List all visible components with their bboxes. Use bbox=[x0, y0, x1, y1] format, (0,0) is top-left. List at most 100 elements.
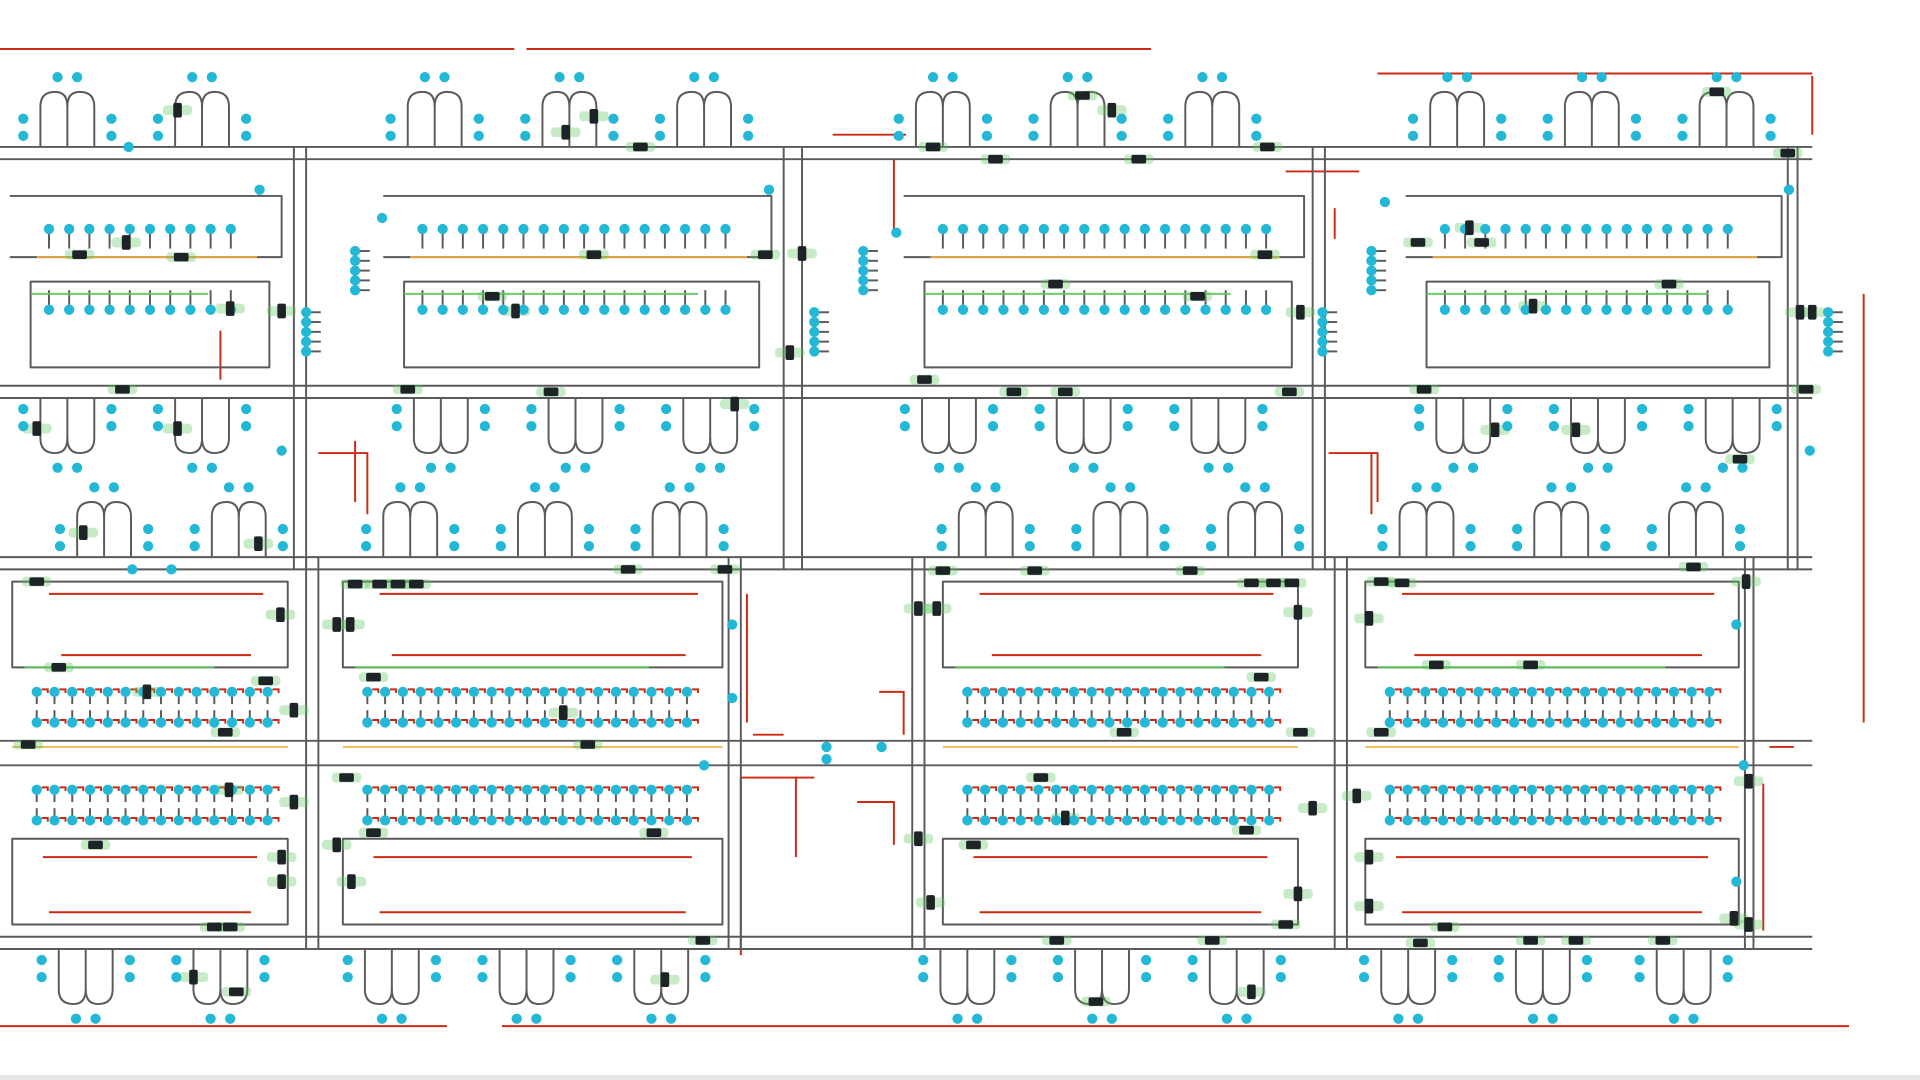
agv-vehicle-icon[interactable] bbox=[1204, 936, 1220, 945]
station-node-icon[interactable] bbox=[1052, 954, 1064, 966]
station-node-icon[interactable] bbox=[1823, 307, 1834, 318]
station-node-icon[interactable] bbox=[1465, 540, 1476, 552]
agv-vehicle-icon[interactable] bbox=[580, 740, 596, 749]
station-node-icon[interactable] bbox=[379, 815, 391, 826]
station-node-icon[interactable] bbox=[1175, 784, 1186, 795]
station-node-icon[interactable] bbox=[187, 462, 198, 473]
station-node-icon[interactable] bbox=[1646, 540, 1657, 552]
station-node-icon[interactable] bbox=[1447, 954, 1458, 966]
station-node-icon[interactable] bbox=[138, 784, 149, 795]
agv-vehicle-icon[interactable] bbox=[1661, 279, 1677, 289]
station-node-icon[interactable] bbox=[486, 815, 497, 826]
station-node-icon[interactable] bbox=[1704, 815, 1715, 826]
station-node-icon[interactable] bbox=[700, 304, 711, 315]
station-node-icon[interactable] bbox=[809, 316, 820, 328]
station-node-icon[interactable] bbox=[67, 686, 78, 697]
station-node-icon[interactable] bbox=[449, 540, 460, 552]
station-node-icon[interactable] bbox=[1193, 717, 1204, 728]
agv-vehicle-icon[interactable] bbox=[730, 396, 739, 412]
station-node-icon[interactable] bbox=[349, 265, 361, 276]
agv-vehicle-icon[interactable] bbox=[1293, 604, 1303, 620]
station-node-icon[interactable] bbox=[979, 686, 991, 697]
agv-vehicle-icon[interactable] bbox=[1107, 102, 1117, 118]
station-node-icon[interactable] bbox=[397, 815, 408, 826]
station-node-icon[interactable] bbox=[937, 304, 948, 315]
station-node-icon[interactable] bbox=[67, 717, 78, 728]
station-node-icon[interactable] bbox=[1650, 686, 1662, 697]
agv-vehicle-icon[interactable] bbox=[1373, 577, 1389, 586]
station-node-icon[interactable] bbox=[102, 686, 113, 697]
station-node-icon[interactable] bbox=[1122, 784, 1133, 795]
station-node-icon[interactable] bbox=[1431, 482, 1442, 493]
station-node-icon[interactable] bbox=[1500, 223, 1511, 235]
station-node-icon[interactable] bbox=[1615, 717, 1626, 728]
agv-vehicle-icon[interactable] bbox=[1807, 304, 1817, 320]
station-node-icon[interactable] bbox=[155, 717, 167, 728]
station-node-icon[interactable] bbox=[1526, 784, 1537, 795]
station-node-icon[interactable] bbox=[1203, 462, 1214, 473]
station-node-icon[interactable] bbox=[1493, 954, 1504, 966]
station-node-icon[interactable] bbox=[449, 523, 460, 535]
station-node-icon[interactable] bbox=[1139, 815, 1151, 826]
station-node-icon[interactable] bbox=[1420, 815, 1431, 826]
station-node-icon[interactable] bbox=[599, 223, 610, 235]
station-node-icon[interactable] bbox=[300, 326, 312, 337]
station-node-icon[interactable] bbox=[1771, 420, 1782, 432]
agv-vehicle-icon[interactable] bbox=[173, 421, 182, 436]
station-node-icon[interactable] bbox=[1633, 784, 1644, 795]
station-node-icon[interactable] bbox=[1159, 523, 1170, 535]
station-node-icon[interactable] bbox=[979, 717, 991, 728]
station-node-icon[interactable] bbox=[1139, 223, 1151, 235]
station-node-icon[interactable] bbox=[763, 184, 775, 195]
agv-vehicle-icon[interactable] bbox=[797, 246, 807, 261]
station-node-icon[interactable] bbox=[1711, 72, 1722, 83]
station-node-icon[interactable] bbox=[209, 784, 220, 795]
station-node-icon[interactable] bbox=[1163, 113, 1174, 124]
station-node-icon[interactable] bbox=[689, 72, 700, 83]
station-node-icon[interactable] bbox=[1024, 540, 1035, 552]
station-node-icon[interactable] bbox=[664, 686, 675, 697]
station-node-icon[interactable] bbox=[1050, 784, 1062, 795]
station-node-icon[interactable] bbox=[391, 403, 402, 415]
station-node-icon[interactable] bbox=[1122, 815, 1133, 826]
station-node-icon[interactable] bbox=[1257, 420, 1268, 432]
station-node-icon[interactable] bbox=[630, 540, 641, 552]
station-node-icon[interactable] bbox=[1087, 1013, 1098, 1024]
agv-vehicle-icon[interactable] bbox=[1795, 304, 1805, 320]
station-node-icon[interactable] bbox=[1565, 482, 1577, 493]
station-node-icon[interactable] bbox=[858, 265, 869, 276]
station-node-icon[interactable] bbox=[1783, 184, 1795, 195]
station-node-icon[interactable] bbox=[1420, 717, 1431, 728]
agv-vehicle-icon[interactable] bbox=[1490, 422, 1500, 438]
station-node-icon[interactable] bbox=[1722, 304, 1733, 315]
station-node-icon[interactable] bbox=[1384, 717, 1395, 728]
agv-vehicle-icon[interactable] bbox=[1410, 238, 1426, 247]
station-node-icon[interactable] bbox=[1702, 304, 1713, 315]
station-node-icon[interactable] bbox=[1722, 223, 1733, 235]
agv-vehicle-icon[interactable] bbox=[926, 895, 935, 910]
station-node-icon[interactable] bbox=[477, 304, 489, 315]
station-node-icon[interactable] bbox=[1560, 223, 1572, 235]
station-node-icon[interactable] bbox=[1562, 717, 1573, 728]
station-node-icon[interactable] bbox=[206, 462, 217, 473]
station-node-icon[interactable] bbox=[262, 717, 273, 728]
station-node-icon[interactable] bbox=[1734, 540, 1746, 552]
station-node-icon[interactable] bbox=[102, 784, 113, 795]
station-node-icon[interactable] bbox=[1175, 815, 1186, 826]
station-node-icon[interactable] bbox=[575, 686, 586, 697]
station-node-icon[interactable] bbox=[1579, 717, 1591, 728]
station-node-icon[interactable] bbox=[84, 686, 96, 697]
station-node-icon[interactable] bbox=[749, 420, 760, 432]
station-node-icon[interactable] bbox=[522, 717, 533, 728]
agv-vehicle-icon[interactable] bbox=[1027, 566, 1043, 575]
station-node-icon[interactable] bbox=[1508, 784, 1520, 795]
station-node-icon[interactable] bbox=[376, 1013, 388, 1024]
station-node-icon[interactable] bbox=[1187, 972, 1198, 983]
station-node-icon[interactable] bbox=[64, 223, 75, 235]
agv-vehicle-icon[interactable] bbox=[785, 345, 795, 360]
agv-vehicle-icon[interactable] bbox=[586, 250, 602, 259]
station-node-icon[interactable] bbox=[1544, 717, 1555, 728]
agv-vehicle-icon[interactable] bbox=[966, 840, 981, 850]
agv-vehicle-icon[interactable] bbox=[1741, 574, 1751, 589]
station-node-icon[interactable] bbox=[1088, 462, 1099, 473]
